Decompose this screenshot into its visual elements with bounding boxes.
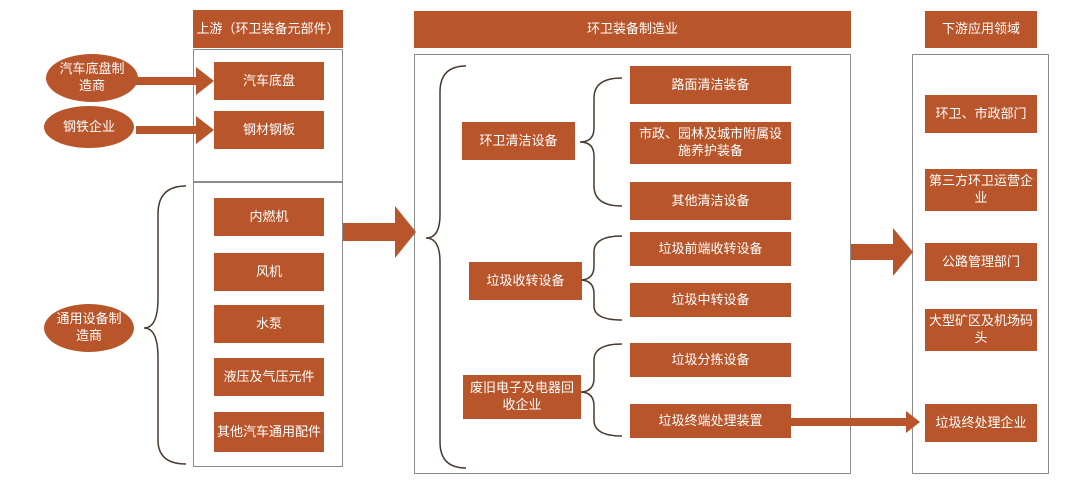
arrow-terminal-to-final: [791, 411, 920, 433]
mid-item-front-end-transfer: 垃圾前端收转设备: [630, 232, 791, 266]
upstream-header: 上游（环卫装备元部件）: [193, 10, 343, 48]
arrow-upstream-to-midstream: [343, 206, 416, 258]
upstream-item-chassis: 汽车底盘: [214, 62, 324, 100]
mid-item-other-cleaning: 其他清洁设备: [630, 182, 791, 220]
source-chassis-maker: 汽车底盘制造商: [46, 54, 138, 102]
bracket-general-equipment: [143, 185, 187, 465]
upstream-item-fan: 风机: [214, 253, 324, 291]
mid-group-transfer: 垃圾收转设备: [469, 262, 582, 300]
upstream-item-hydraulic: 液压及气压元件: [214, 358, 324, 396]
midstream-frame: [414, 54, 851, 474]
midstream-header: 环卫装备制造业: [414, 11, 851, 48]
mid-item-municipal-maintenance: 市政、园林及城市附属设施养护装备: [630, 122, 791, 164]
mid-group-cleaning: 环卫清洁设备: [462, 122, 575, 160]
upstream-item-other-parts: 其他汽车通用配件: [214, 412, 324, 452]
down-item-mining-airport: 大型矿区及机场码头: [925, 309, 1037, 351]
arrow-group: [136, 67, 920, 433]
mid-item-road-cleaning: 路面清洁装备: [630, 66, 791, 104]
down-item-third-party: 第三方环卫运营企业: [925, 169, 1037, 211]
down-item-highway: 公路管理部门: [925, 243, 1037, 281]
source-general-equipment-maker: 通用设备制造商: [44, 304, 134, 352]
down-item-final-treatment: 垃圾终处理企业: [925, 404, 1037, 442]
source-steel-company: 钢铁企业: [44, 106, 134, 148]
mid-item-terminal-treatment: 垃圾终端处理装置: [630, 404, 791, 438]
arrow-steel: [136, 116, 214, 144]
upstream-item-steel: 钢材钢板: [214, 111, 324, 149]
arrow-midstream-to-downstream: [851, 228, 913, 276]
down-item-municipal: 环卫、市政部门: [925, 95, 1037, 133]
bracket-midstream: [425, 65, 467, 469]
mid-item-sorting: 垃圾分拣设备: [630, 343, 791, 377]
bracket-recycling: [579, 343, 623, 437]
bracket-transfer: [579, 235, 623, 321]
upstream-item-engine: 内燃机: [214, 198, 324, 236]
downstream-frame: [912, 54, 1049, 474]
upstream-item-pump: 水泵: [214, 305, 324, 343]
downstream-header: 下游应用领域: [925, 11, 1037, 48]
bracket-cleaning: [579, 77, 623, 207]
upstream-top-frame: [193, 49, 343, 182]
mid-item-mid-transfer: 垃圾中转设备: [630, 283, 791, 317]
mid-group-recycling: 废旧电子及电器回收企业: [463, 375, 581, 419]
arrow-chassis: [136, 67, 214, 95]
upstream-bottom-frame: [193, 182, 343, 467]
